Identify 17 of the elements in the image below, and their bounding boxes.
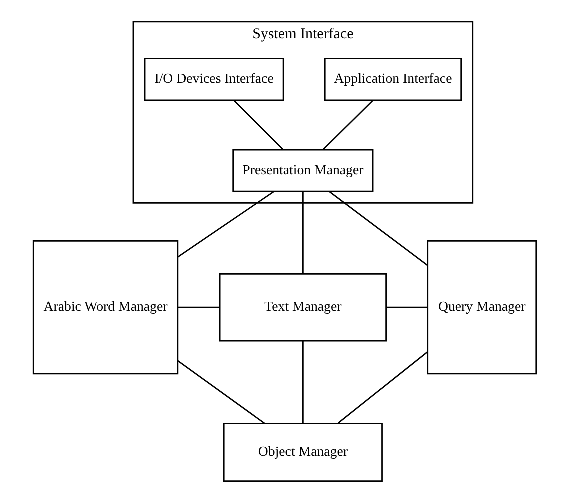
node-box: Object Manager	[223, 422, 383, 482]
connector	[329, 191, 428, 266]
node-box: Query Manager	[427, 240, 538, 375]
connector	[386, 306, 428, 308]
node-box: Presentation Manager	[232, 149, 374, 192]
node-box: I/O Devices Interface	[144, 58, 284, 102]
connector	[178, 191, 274, 258]
connector	[302, 192, 304, 274]
connector	[338, 352, 428, 424]
connector	[234, 100, 284, 150]
connector	[178, 306, 220, 308]
node-box: Application Interface	[324, 58, 462, 102]
node-box: Arabic Word Manager	[32, 240, 179, 375]
connector	[178, 360, 265, 424]
connector	[322, 100, 374, 150]
node-box: Text Manager	[219, 273, 387, 342]
connector	[302, 341, 304, 424]
